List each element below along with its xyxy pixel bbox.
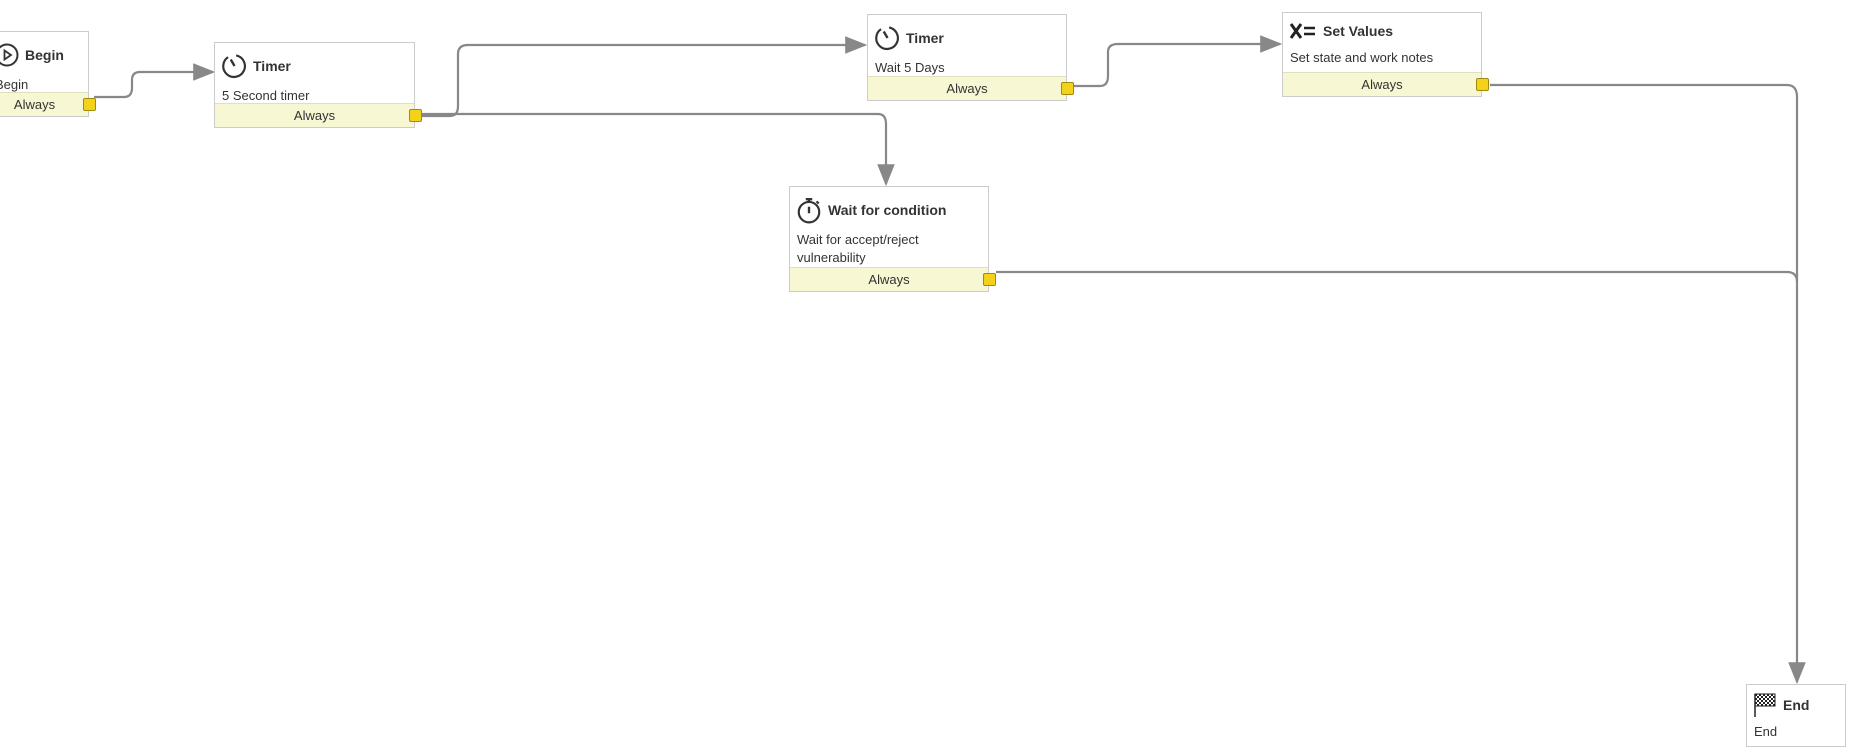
connector-timer1-timer2 xyxy=(421,36,868,118)
condition-always: Always xyxy=(790,267,996,291)
output-port[interactable] xyxy=(983,273,996,286)
node-title: Timer xyxy=(253,58,291,74)
node-timer-1[interactable]: Timer 5 Second timer Always xyxy=(214,42,422,128)
node-title: Timer xyxy=(906,30,944,46)
node-title: End xyxy=(1783,697,1810,713)
timer-icon xyxy=(875,26,899,51)
node-description: Set state and work notes xyxy=(1290,50,1434,65)
node-title: Begin xyxy=(25,47,64,63)
output-port[interactable] xyxy=(1476,78,1489,91)
connector-begin-timer1 xyxy=(94,63,216,99)
condition-always: Always xyxy=(1283,72,1489,96)
node-set-values[interactable]: Set Values Set state and work notes Alwa… xyxy=(1282,12,1489,97)
connector-waitcond-end xyxy=(996,270,1799,283)
condition-always: Always xyxy=(215,103,422,127)
node-description: End xyxy=(1754,724,1778,739)
node-title: Wait for condition xyxy=(828,202,947,218)
node-description: Begin xyxy=(0,77,29,92)
play-circle-icon xyxy=(0,43,19,67)
node-wait-for-condition[interactable]: Wait for condition Wait for accept/rejec… xyxy=(789,186,996,292)
checkered-flag-icon xyxy=(1754,693,1776,717)
node-description: Wait 5 Days xyxy=(875,60,945,75)
timer-icon xyxy=(222,54,246,79)
connector-timer1-waitcond xyxy=(421,112,895,187)
node-description: 5 Second timer xyxy=(222,88,310,103)
connector-setvalues-end xyxy=(1490,83,1806,685)
node-end[interactable]: End End xyxy=(1746,684,1846,747)
output-port[interactable] xyxy=(1061,82,1074,95)
output-port[interactable] xyxy=(83,98,96,111)
condition-always: Always xyxy=(0,92,96,116)
node-title: Set Values xyxy=(1323,23,1394,39)
node-timer-2[interactable]: Timer Wait 5 Days Always xyxy=(867,14,1074,101)
connector-timer2-setvalues xyxy=(1073,35,1283,88)
output-port[interactable] xyxy=(409,109,422,122)
node-begin[interactable]: Begin Begin Always xyxy=(0,31,96,117)
condition-always: Always xyxy=(868,76,1074,100)
node-description: Wait for accept/reject vulnerability xyxy=(797,232,919,265)
set-values-icon xyxy=(1289,23,1315,39)
stopwatch-icon xyxy=(797,198,821,224)
